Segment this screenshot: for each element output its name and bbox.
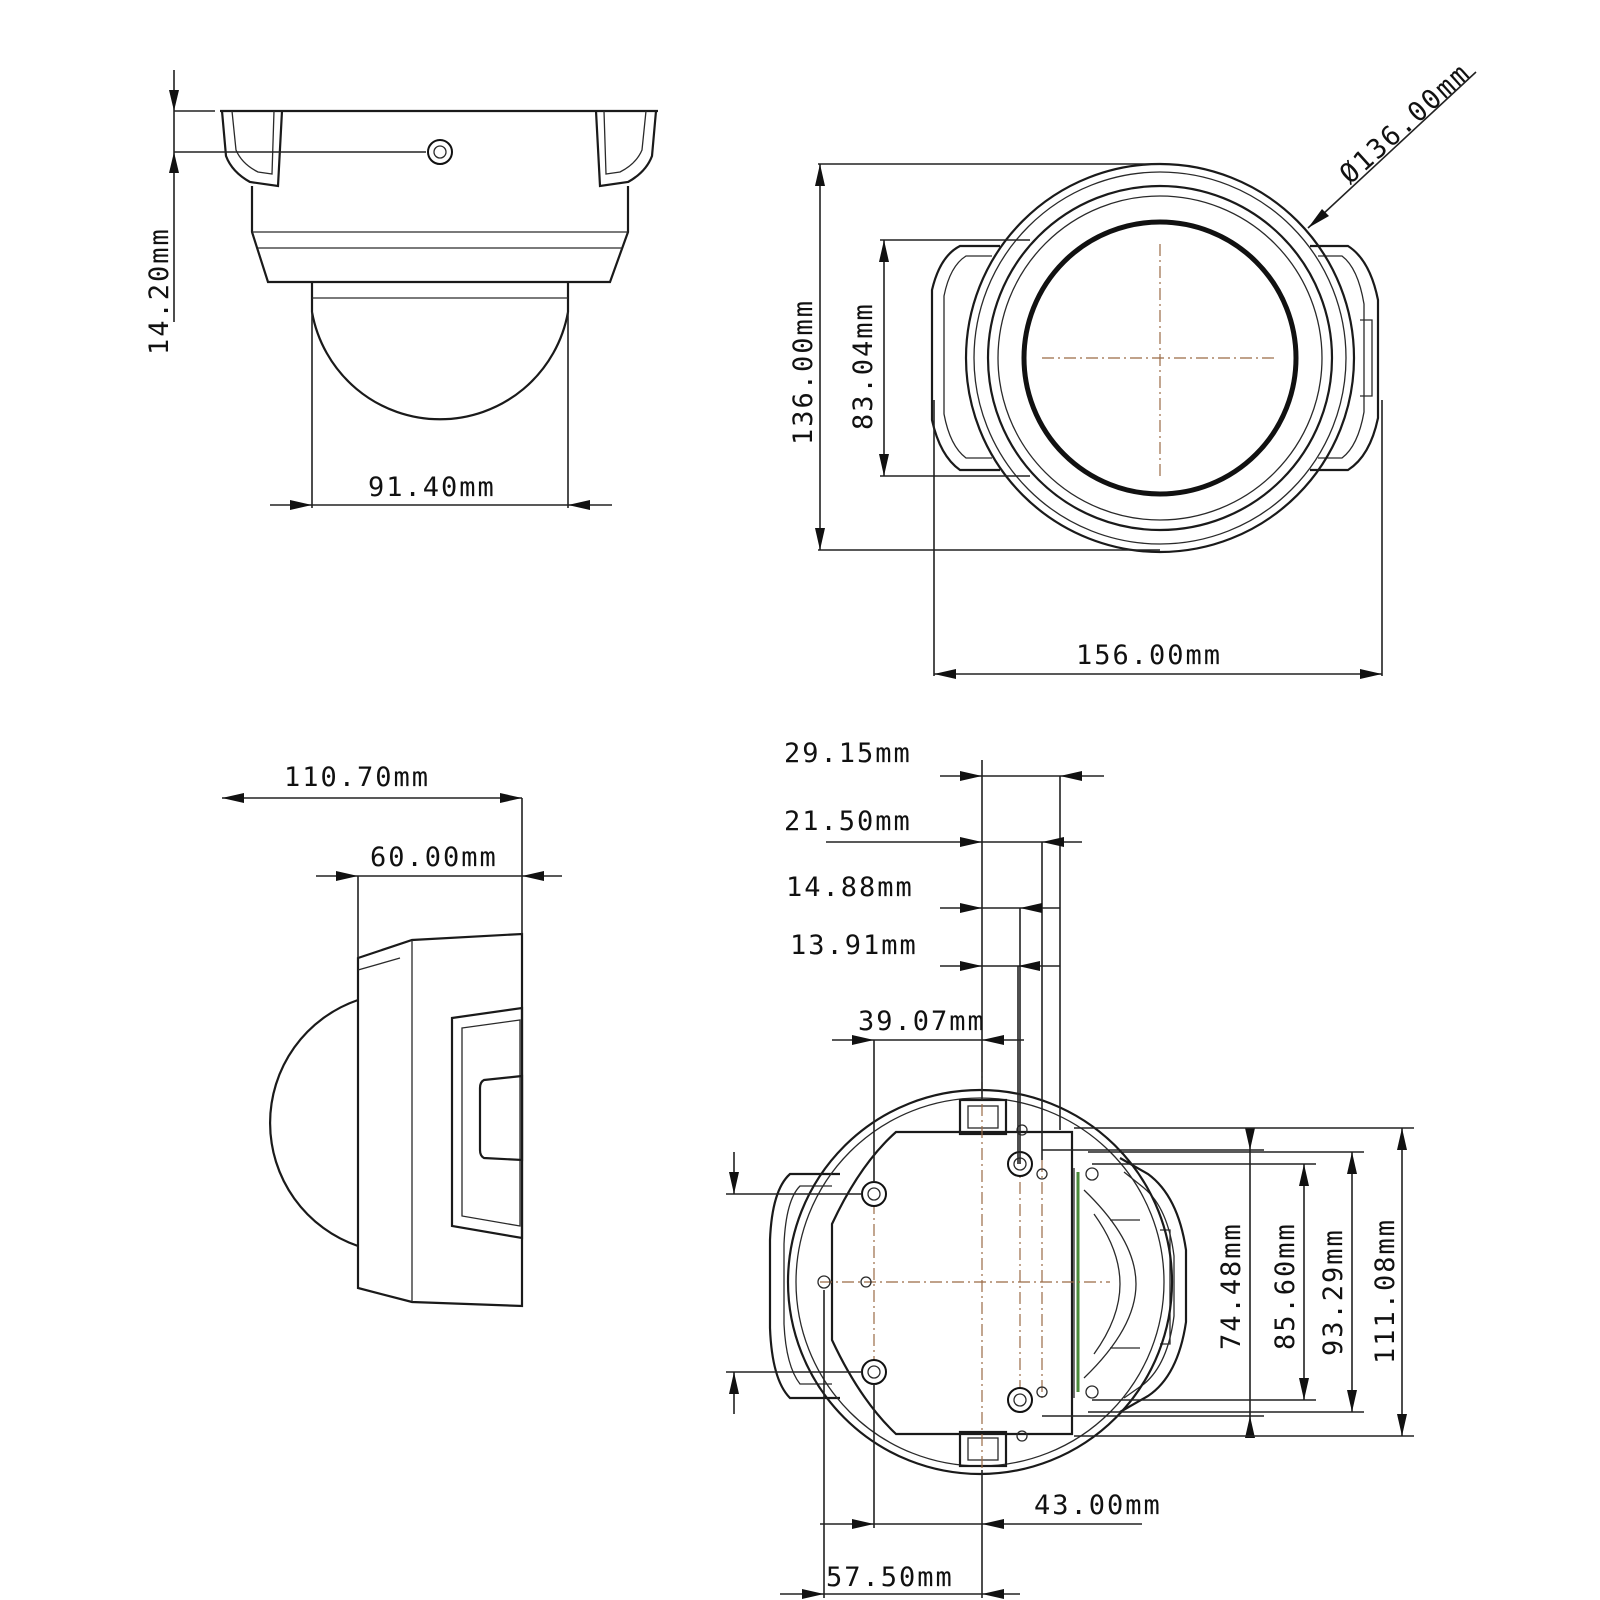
bottom-d7-label: 85.60mm <box>1270 1222 1301 1350</box>
bottom-d2-label: 21.50mm <box>784 806 912 837</box>
bottom-d10-label: 43.00mm <box>1034 1490 1162 1521</box>
side-dome-width-label: 91.40mm <box>368 472 496 503</box>
profile-view <box>222 793 562 1308</box>
bottom-d3-label: 14.88mm <box>786 872 914 903</box>
side-height-label: 14.20mm <box>144 227 175 355</box>
profile-overall-label: 110.70mm <box>284 762 430 793</box>
top-diameter-label: Ø136.00mm <box>1334 57 1477 190</box>
top-height-label: 136.00mm <box>788 299 819 445</box>
bottom-d11-label: 57.50mm <box>826 1562 954 1593</box>
bottom-d1-label: 29.15mm <box>784 738 912 769</box>
bottom-d4-label: 13.91mm <box>790 930 918 961</box>
top-width-label: 156.00mm <box>1076 640 1222 671</box>
bottom-d6-label: 74.48mm <box>1216 1222 1247 1350</box>
top-view <box>815 71 1477 679</box>
bottom-d8-label: 93.29mm <box>1318 1228 1349 1356</box>
bottom-d9-label: 111.08mm <box>1370 1218 1401 1364</box>
bottom-view <box>726 760 1414 1599</box>
top-lens-window-label: 83.04mm <box>848 302 879 430</box>
side-view <box>169 70 658 510</box>
profile-body-label: 60.00mm <box>370 842 498 873</box>
bottom-d5-label: 39.07mm <box>858 1006 986 1037</box>
